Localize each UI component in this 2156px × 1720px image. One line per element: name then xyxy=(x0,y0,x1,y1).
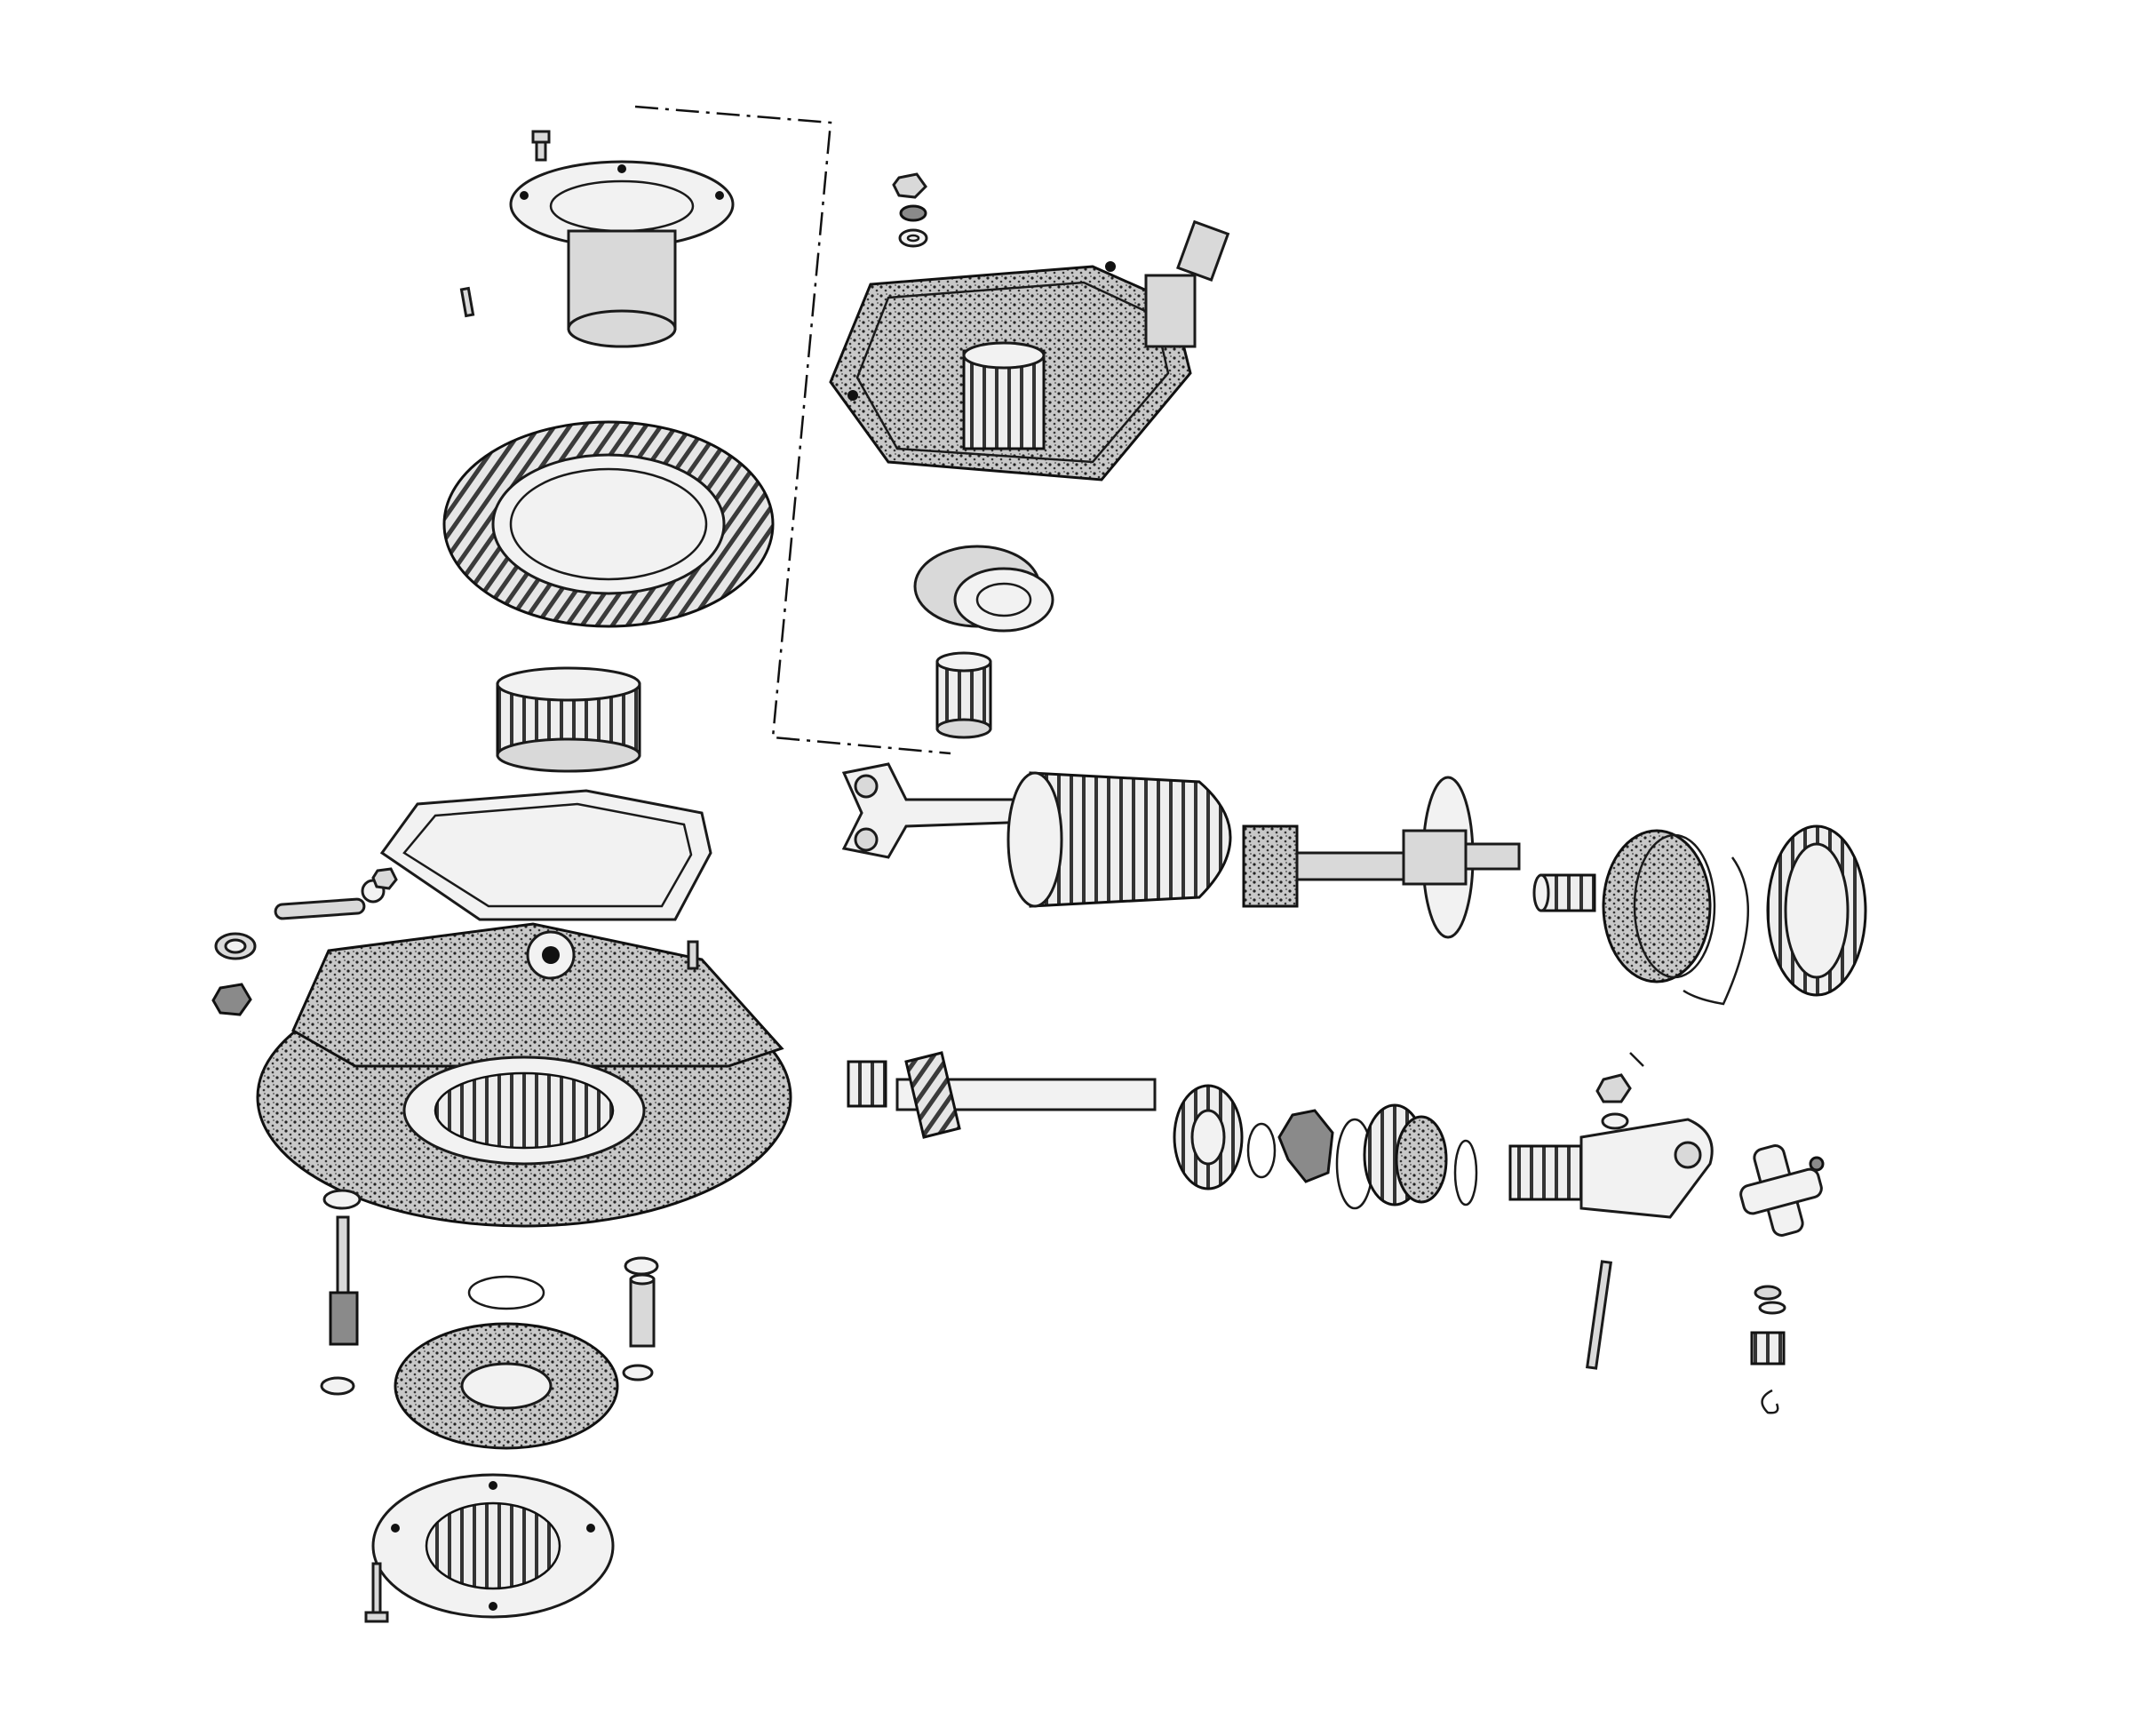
shift-pin-icon xyxy=(329,1215,359,1346)
drum-icon xyxy=(1006,771,1232,908)
washer-mid-icon xyxy=(1601,1112,1629,1130)
lever-icon xyxy=(274,897,366,920)
pinion-gear-small-icon xyxy=(847,1060,887,1108)
o-ring-icon xyxy=(467,1275,545,1310)
friction-disc-icon xyxy=(1602,829,1716,983)
bearing-sleeve-icon xyxy=(935,651,992,739)
hub-icon xyxy=(1242,824,1405,908)
cotter-pin-icon xyxy=(1629,1052,1644,1067)
bearing-cup-icon xyxy=(1750,1331,1786,1366)
collar-icon xyxy=(1395,1115,1448,1204)
bearing-cone-icon xyxy=(1173,1084,1244,1190)
ring-gear-icon xyxy=(442,420,775,628)
needle-bearing-cap-icon xyxy=(1758,1301,1786,1315)
washer-bottom-icon xyxy=(320,1376,355,1396)
washer-pin-icon xyxy=(322,1189,362,1210)
bearing-race-icon xyxy=(394,1322,619,1450)
lock-washer-tab-icon xyxy=(1277,1109,1334,1183)
washer-lower-icon xyxy=(622,1364,654,1382)
drain-plug-icon xyxy=(211,983,252,1016)
bearing-seal-icon xyxy=(1754,1285,1782,1301)
pinion-shaft-icon xyxy=(895,1051,1157,1139)
lockwasher-top-icon xyxy=(899,204,927,222)
gasket-icon xyxy=(379,789,712,921)
o-ring-small-icon xyxy=(1453,1139,1478,1206)
housing-icon xyxy=(256,922,792,1228)
flange-shaft-icon xyxy=(1402,776,1521,939)
spacer-icon xyxy=(629,1273,656,1348)
cotter-key-icon xyxy=(1586,1260,1612,1370)
splined-yoke-icon xyxy=(1508,1118,1714,1219)
clutch-ring-icon xyxy=(1766,824,1867,997)
snap-ring-small-icon xyxy=(1761,1389,1779,1414)
yoke-icon xyxy=(841,762,1032,859)
lube-fitting-icon xyxy=(1809,1156,1825,1172)
gear-housing-cover-icon xyxy=(829,261,1197,482)
snap-ring-icon xyxy=(1683,856,1750,1006)
cover-screw-icon xyxy=(364,1562,389,1623)
roller-bearing-icon xyxy=(913,545,1054,633)
castle-nut-icon xyxy=(1595,1073,1632,1103)
spider-icon xyxy=(1739,1144,1823,1237)
bearing-carrier-icon xyxy=(509,160,735,348)
seal-ring-icon xyxy=(214,932,257,960)
spacer-ring-icon xyxy=(1246,1122,1277,1179)
washer-top-icon xyxy=(898,228,928,248)
nut-housing-icon xyxy=(371,867,398,890)
pinion-bearing-icon xyxy=(496,666,641,773)
assembly-centerline xyxy=(634,105,951,755)
bottom-cover-icon xyxy=(371,1473,615,1619)
dowel-pin-icon xyxy=(459,286,475,318)
washer-spacer-icon xyxy=(624,1256,659,1276)
cap-screw-icon xyxy=(531,130,551,162)
fitting-icon xyxy=(1176,219,1230,282)
nut-top-icon xyxy=(892,172,927,199)
coupling-icon xyxy=(1532,873,1596,912)
